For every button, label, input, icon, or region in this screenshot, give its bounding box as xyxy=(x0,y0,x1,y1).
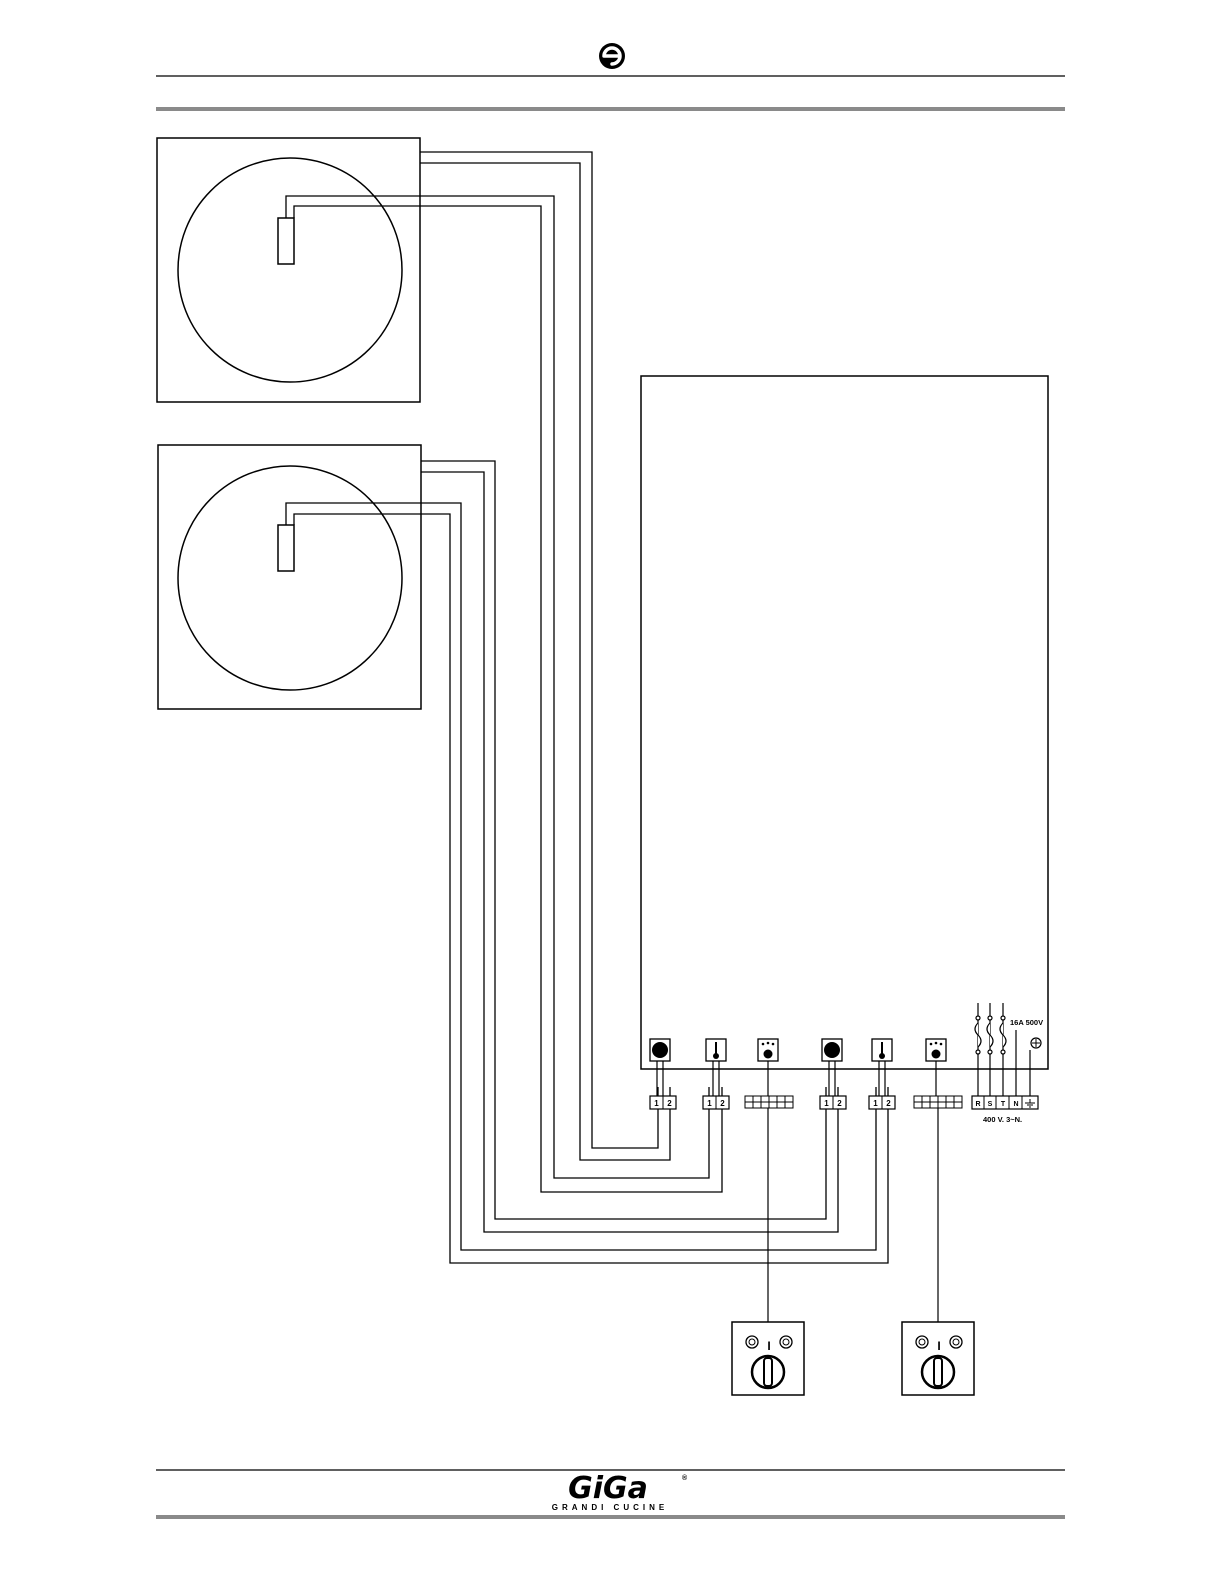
rotary-switch-2: I xyxy=(902,1322,974,1395)
hotplate-1-sensor xyxy=(278,218,294,264)
energy-regulator-icon xyxy=(758,1039,778,1061)
pin-label: 1 xyxy=(654,1099,659,1108)
thermometer-icon xyxy=(706,1039,726,1061)
terminal-block-4: 1 2 xyxy=(869,1096,895,1109)
pin-label: 2 xyxy=(886,1099,891,1108)
header xyxy=(156,43,1065,111)
switch-leads xyxy=(768,1108,938,1322)
pin-label: 2 xyxy=(837,1099,842,1108)
terminal-label: S xyxy=(988,1101,993,1108)
terminal-block-regulator-1 xyxy=(745,1096,793,1108)
component-legs xyxy=(657,1061,936,1096)
switch-position-label: I xyxy=(937,1339,940,1353)
rotary-switch-1: I xyxy=(732,1322,804,1395)
hotplate-1 xyxy=(157,138,420,402)
terminal-label: N xyxy=(1013,1101,1018,1108)
pin-label: 1 xyxy=(824,1099,829,1108)
heating-element-icon xyxy=(822,1039,842,1061)
brand-tagline: GRANDI CUCINE xyxy=(552,1503,668,1512)
hotplate-2-plate xyxy=(178,466,402,690)
terminal-block-regulator-2 xyxy=(914,1096,962,1108)
terminal-block-1: 1 2 xyxy=(650,1096,676,1109)
rotary-knob-icon xyxy=(752,1356,784,1388)
pin-label: 2 xyxy=(667,1099,672,1108)
brand-mark-icon xyxy=(599,43,625,69)
hotplate-2 xyxy=(158,445,421,709)
energy-regulator-icon xyxy=(926,1039,946,1061)
terminal-block-3: 1 2 xyxy=(820,1096,846,1109)
pin-label: 1 xyxy=(873,1099,878,1108)
terminal-label: R xyxy=(975,1101,980,1108)
heating-element-icon xyxy=(650,1039,670,1061)
power-supply: 16A 500V R S T N 400 V. 3~N. xyxy=(972,1003,1043,1124)
terminal-block-2: 1 2 xyxy=(703,1096,729,1109)
rotary-knob-icon xyxy=(922,1356,954,1388)
brand-logo: GiGa xyxy=(568,1471,648,1506)
footer-gray-bar xyxy=(156,1515,1065,1519)
pin-label: 2 xyxy=(720,1099,725,1108)
hotplate-1-plate xyxy=(178,158,402,382)
supply-rating: 400 V. 3~N. xyxy=(983,1115,1022,1124)
thermometer-icon xyxy=(872,1039,892,1061)
wires-hotplate-2 xyxy=(286,461,888,1263)
power-terminal-block: R S T N xyxy=(972,1096,1038,1109)
earth-ground-icon xyxy=(1031,1038,1041,1048)
switch-position-label: I xyxy=(767,1339,770,1353)
pin-label: 1 xyxy=(707,1099,712,1108)
components-row xyxy=(650,1039,946,1061)
header-gray-bar xyxy=(156,107,1065,111)
registered-mark: ® xyxy=(682,1474,688,1482)
terminal-label: T xyxy=(1001,1101,1006,1108)
fuse-rating: 16A 500V xyxy=(1010,1018,1043,1027)
control-box xyxy=(641,376,1048,1069)
footer: GiGa ® GRANDI CUCINE xyxy=(156,1470,1065,1519)
hotplate-2-sensor xyxy=(278,525,294,571)
